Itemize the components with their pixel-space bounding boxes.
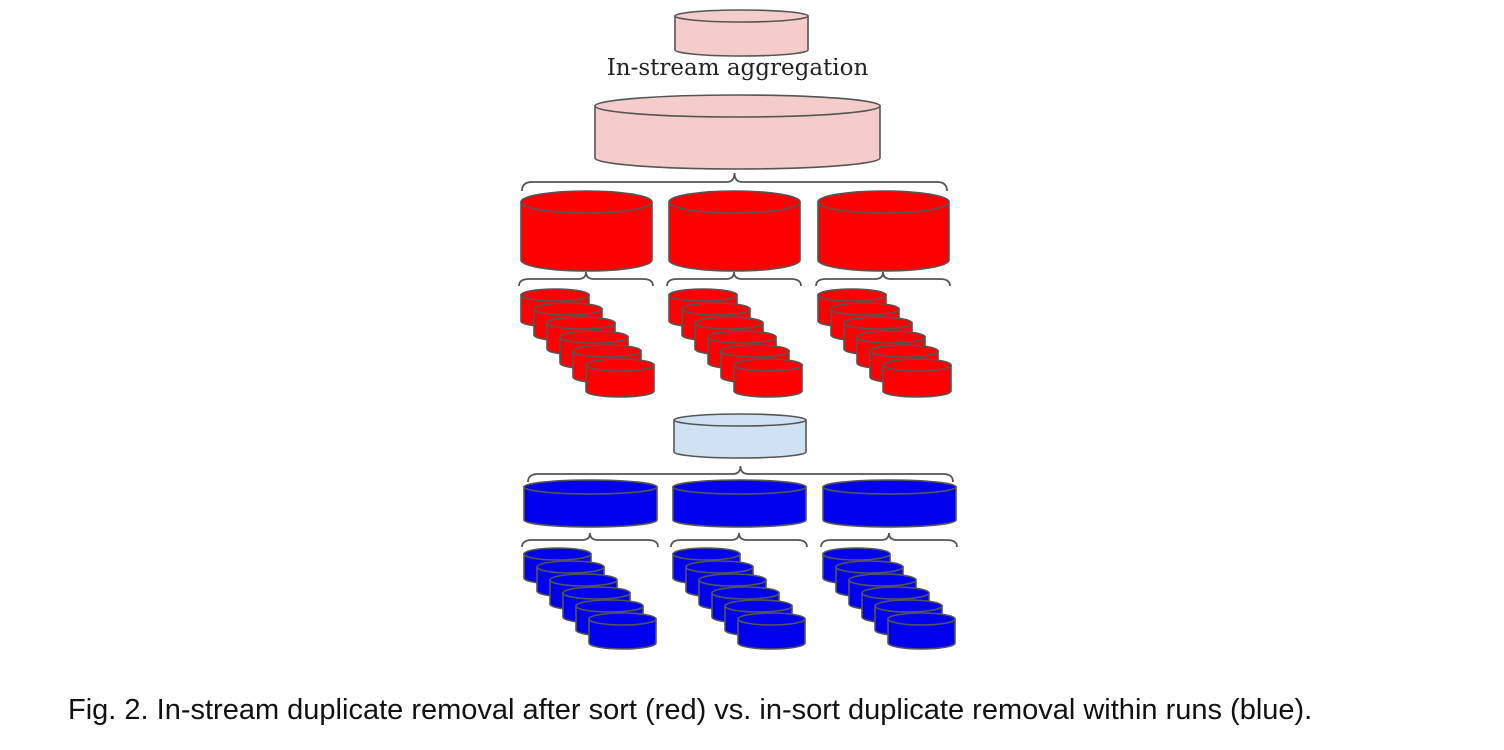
blue-aggregation-cylinder bbox=[673, 413, 807, 459]
in-stream-aggregation-label: In-stream aggregation bbox=[606, 55, 869, 81]
figure-caption: Fig. 2. In-stream duplicate removal afte… bbox=[68, 694, 1313, 726]
red-aggregation-small-cylinder bbox=[674, 9, 809, 57]
red-merge-cylinder bbox=[668, 190, 801, 272]
red-merge-cylinder bbox=[520, 190, 653, 272]
diagram bbox=[518, 9, 958, 650]
red-run-cylinder bbox=[733, 358, 803, 398]
red-run-brace bbox=[815, 271, 951, 287]
blue-merge-cylinder bbox=[822, 479, 957, 528]
blue-merge-cylinder bbox=[672, 479, 807, 528]
blue-merge-cylinder bbox=[523, 479, 658, 528]
red-run-cylinder bbox=[585, 358, 655, 398]
brace-layer bbox=[518, 172, 958, 548]
blue-top-brace bbox=[527, 465, 954, 483]
blue-run-cylinder bbox=[887, 612, 956, 650]
red-run-cylinder bbox=[882, 358, 952, 398]
blue-run-cylinder bbox=[737, 612, 806, 650]
blue-run-brace bbox=[521, 532, 659, 548]
red-run-brace bbox=[518, 271, 654, 287]
red-merge-cylinder bbox=[817, 190, 950, 272]
cylinder-layer bbox=[520, 9, 957, 650]
red-top-brace bbox=[521, 172, 948, 192]
blue-run-brace bbox=[670, 532, 808, 548]
red-run-brace bbox=[666, 271, 802, 287]
blue-run-brace bbox=[820, 532, 958, 548]
red-aggregation-large-cylinder bbox=[594, 94, 881, 170]
blue-run-cylinder bbox=[588, 612, 657, 650]
